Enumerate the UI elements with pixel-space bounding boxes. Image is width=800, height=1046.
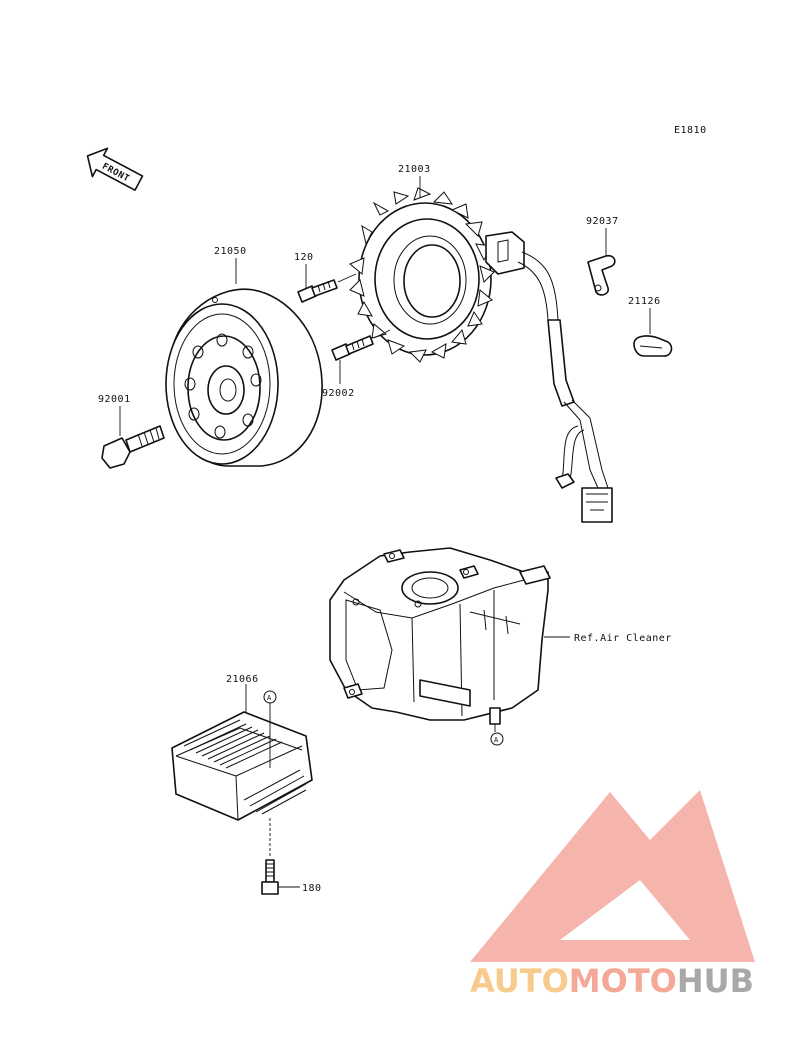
logo-triangle-icon [470, 790, 755, 962]
air-cleaner-housing [329, 547, 551, 725]
bolt-180 [261, 859, 279, 895]
part-label-bolt-120: 120 [294, 252, 314, 263]
stator-assembly [349, 187, 613, 523]
diagram-code: E1810 [674, 125, 707, 136]
part-label-clamp-92037: 92037 [586, 216, 619, 227]
watermark-brand: AUTOMOTOHUB [470, 962, 754, 1000]
part-label-bolt-92002: 92002 [322, 388, 355, 399]
part-label-bolt-180: 180 [302, 883, 322, 894]
part-label-clamp-21126: 21126 [628, 296, 661, 307]
bolt-92001 [101, 425, 165, 469]
flywheel-assembly [165, 288, 323, 467]
front-arrow-icon: FRONT [86, 147, 144, 191]
part-label-stator: 21003 [398, 164, 431, 175]
regulator-rectifier [171, 711, 313, 821]
bolt-120 [297, 279, 338, 303]
automotohub-logo: AUTOMOTOHUB [470, 790, 755, 1000]
clamp-92037 [587, 254, 616, 296]
part-label-flywheel: 21050 [214, 246, 247, 257]
callout-a-upper: A [267, 694, 272, 702]
part-label-bolt-92001: 92001 [98, 394, 131, 405]
callout-a-lower: A [494, 736, 499, 744]
ref-air-cleaner-label: Ref.Air Cleaner [574, 633, 672, 644]
clamp-21126 [633, 335, 673, 357]
part-label-regulator: 21066 [226, 674, 259, 685]
bolt-92002 [331, 335, 374, 361]
